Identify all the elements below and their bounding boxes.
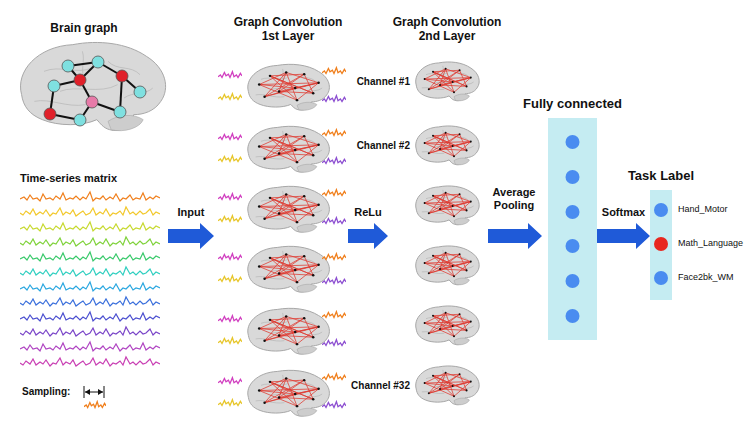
signal-wave xyxy=(322,254,346,260)
label: Sampling: xyxy=(22,386,70,398)
brain-map xyxy=(416,306,479,345)
signal-wave xyxy=(322,96,346,102)
label: Brain graph xyxy=(50,22,117,36)
brain-map xyxy=(416,246,479,285)
brain-map xyxy=(416,126,479,165)
signal-wave xyxy=(322,158,346,164)
label: Channel #32 xyxy=(351,380,410,392)
series-line xyxy=(20,342,160,351)
label: Math_Language xyxy=(678,238,743,248)
signal-wave xyxy=(322,340,346,346)
signal-wave xyxy=(322,130,346,136)
brain-map xyxy=(248,370,330,416)
brain-map xyxy=(248,186,330,232)
series-line xyxy=(20,297,160,306)
brain-network xyxy=(424,68,472,94)
series-line xyxy=(20,207,160,216)
signal-wave xyxy=(218,378,242,384)
brain-outline xyxy=(21,42,166,130)
series-line xyxy=(20,282,160,291)
sample-wave xyxy=(84,402,106,408)
conv-layer-2 xyxy=(416,62,479,405)
graph-nodes xyxy=(44,56,146,126)
brain-network xyxy=(424,252,472,278)
block-arrow xyxy=(488,223,542,249)
series-line xyxy=(20,252,160,261)
brain-network xyxy=(258,193,320,223)
signal-wave xyxy=(218,254,242,260)
block-arrow xyxy=(348,223,388,249)
series-line xyxy=(20,192,160,201)
layer-bar: Task Label xyxy=(650,190,672,300)
sampling-bracket xyxy=(84,386,104,398)
signal-wave xyxy=(322,374,346,380)
label: Graph Convolution 1st Layer xyxy=(230,16,346,44)
series-line xyxy=(20,267,160,276)
layer-bar: Fully connected xyxy=(548,118,597,340)
brain-map xyxy=(248,126,330,172)
label: Channel #1 xyxy=(357,76,410,88)
block-arrow xyxy=(597,223,650,249)
signal-wave xyxy=(218,216,242,222)
layer-heading: Task Label xyxy=(628,169,694,184)
series-line xyxy=(20,222,160,231)
brain-network xyxy=(424,372,472,398)
signal-wave xyxy=(218,72,242,78)
edge-label: Softmax xyxy=(601,206,646,219)
brain-network xyxy=(424,132,472,158)
series-line xyxy=(20,237,160,246)
time-series xyxy=(20,192,160,366)
layer-heading: Fully connected xyxy=(523,97,622,112)
label: Graph Convolution 2nd Layer xyxy=(389,16,505,44)
brain-map xyxy=(416,62,479,101)
brain-network xyxy=(424,192,472,218)
brain-network xyxy=(258,253,320,283)
brain-map xyxy=(248,308,330,354)
block-arrow xyxy=(168,223,214,249)
series-line xyxy=(20,357,160,366)
signal-wave xyxy=(218,316,242,322)
graph-edges xyxy=(50,62,140,120)
signal-wave xyxy=(218,194,242,200)
signal-wave xyxy=(322,278,346,284)
signal-wave xyxy=(218,94,242,100)
signal-wave xyxy=(218,338,242,344)
label: Average Pooling xyxy=(486,186,542,211)
brain-network xyxy=(258,315,320,345)
label: Channel #2 xyxy=(357,140,410,152)
brain-network xyxy=(424,312,472,338)
brain-network xyxy=(258,71,320,101)
conv-layer-1 xyxy=(218,64,346,416)
brain-network xyxy=(258,377,320,407)
signal-wave xyxy=(218,276,242,282)
series-line xyxy=(20,312,160,321)
label: ReLu xyxy=(354,206,382,219)
signal-wave xyxy=(218,156,242,162)
signal-wave xyxy=(322,190,346,196)
label: Hand_Motor xyxy=(678,204,728,214)
series-line xyxy=(20,327,160,336)
label: Face2bk_WM xyxy=(678,272,734,282)
label: Input xyxy=(178,206,205,219)
brain-network xyxy=(258,133,320,163)
signal-wave xyxy=(218,400,242,406)
signal-wave xyxy=(218,134,242,140)
brain-map xyxy=(416,366,479,405)
signal-wave xyxy=(322,312,346,318)
signal-wave xyxy=(322,68,346,74)
brain-map xyxy=(416,186,479,225)
brain-map xyxy=(248,64,330,110)
signal-wave xyxy=(322,402,346,408)
brain-map xyxy=(248,246,330,292)
label: Time-series matrix xyxy=(20,172,117,185)
signal-wave xyxy=(322,218,346,224)
